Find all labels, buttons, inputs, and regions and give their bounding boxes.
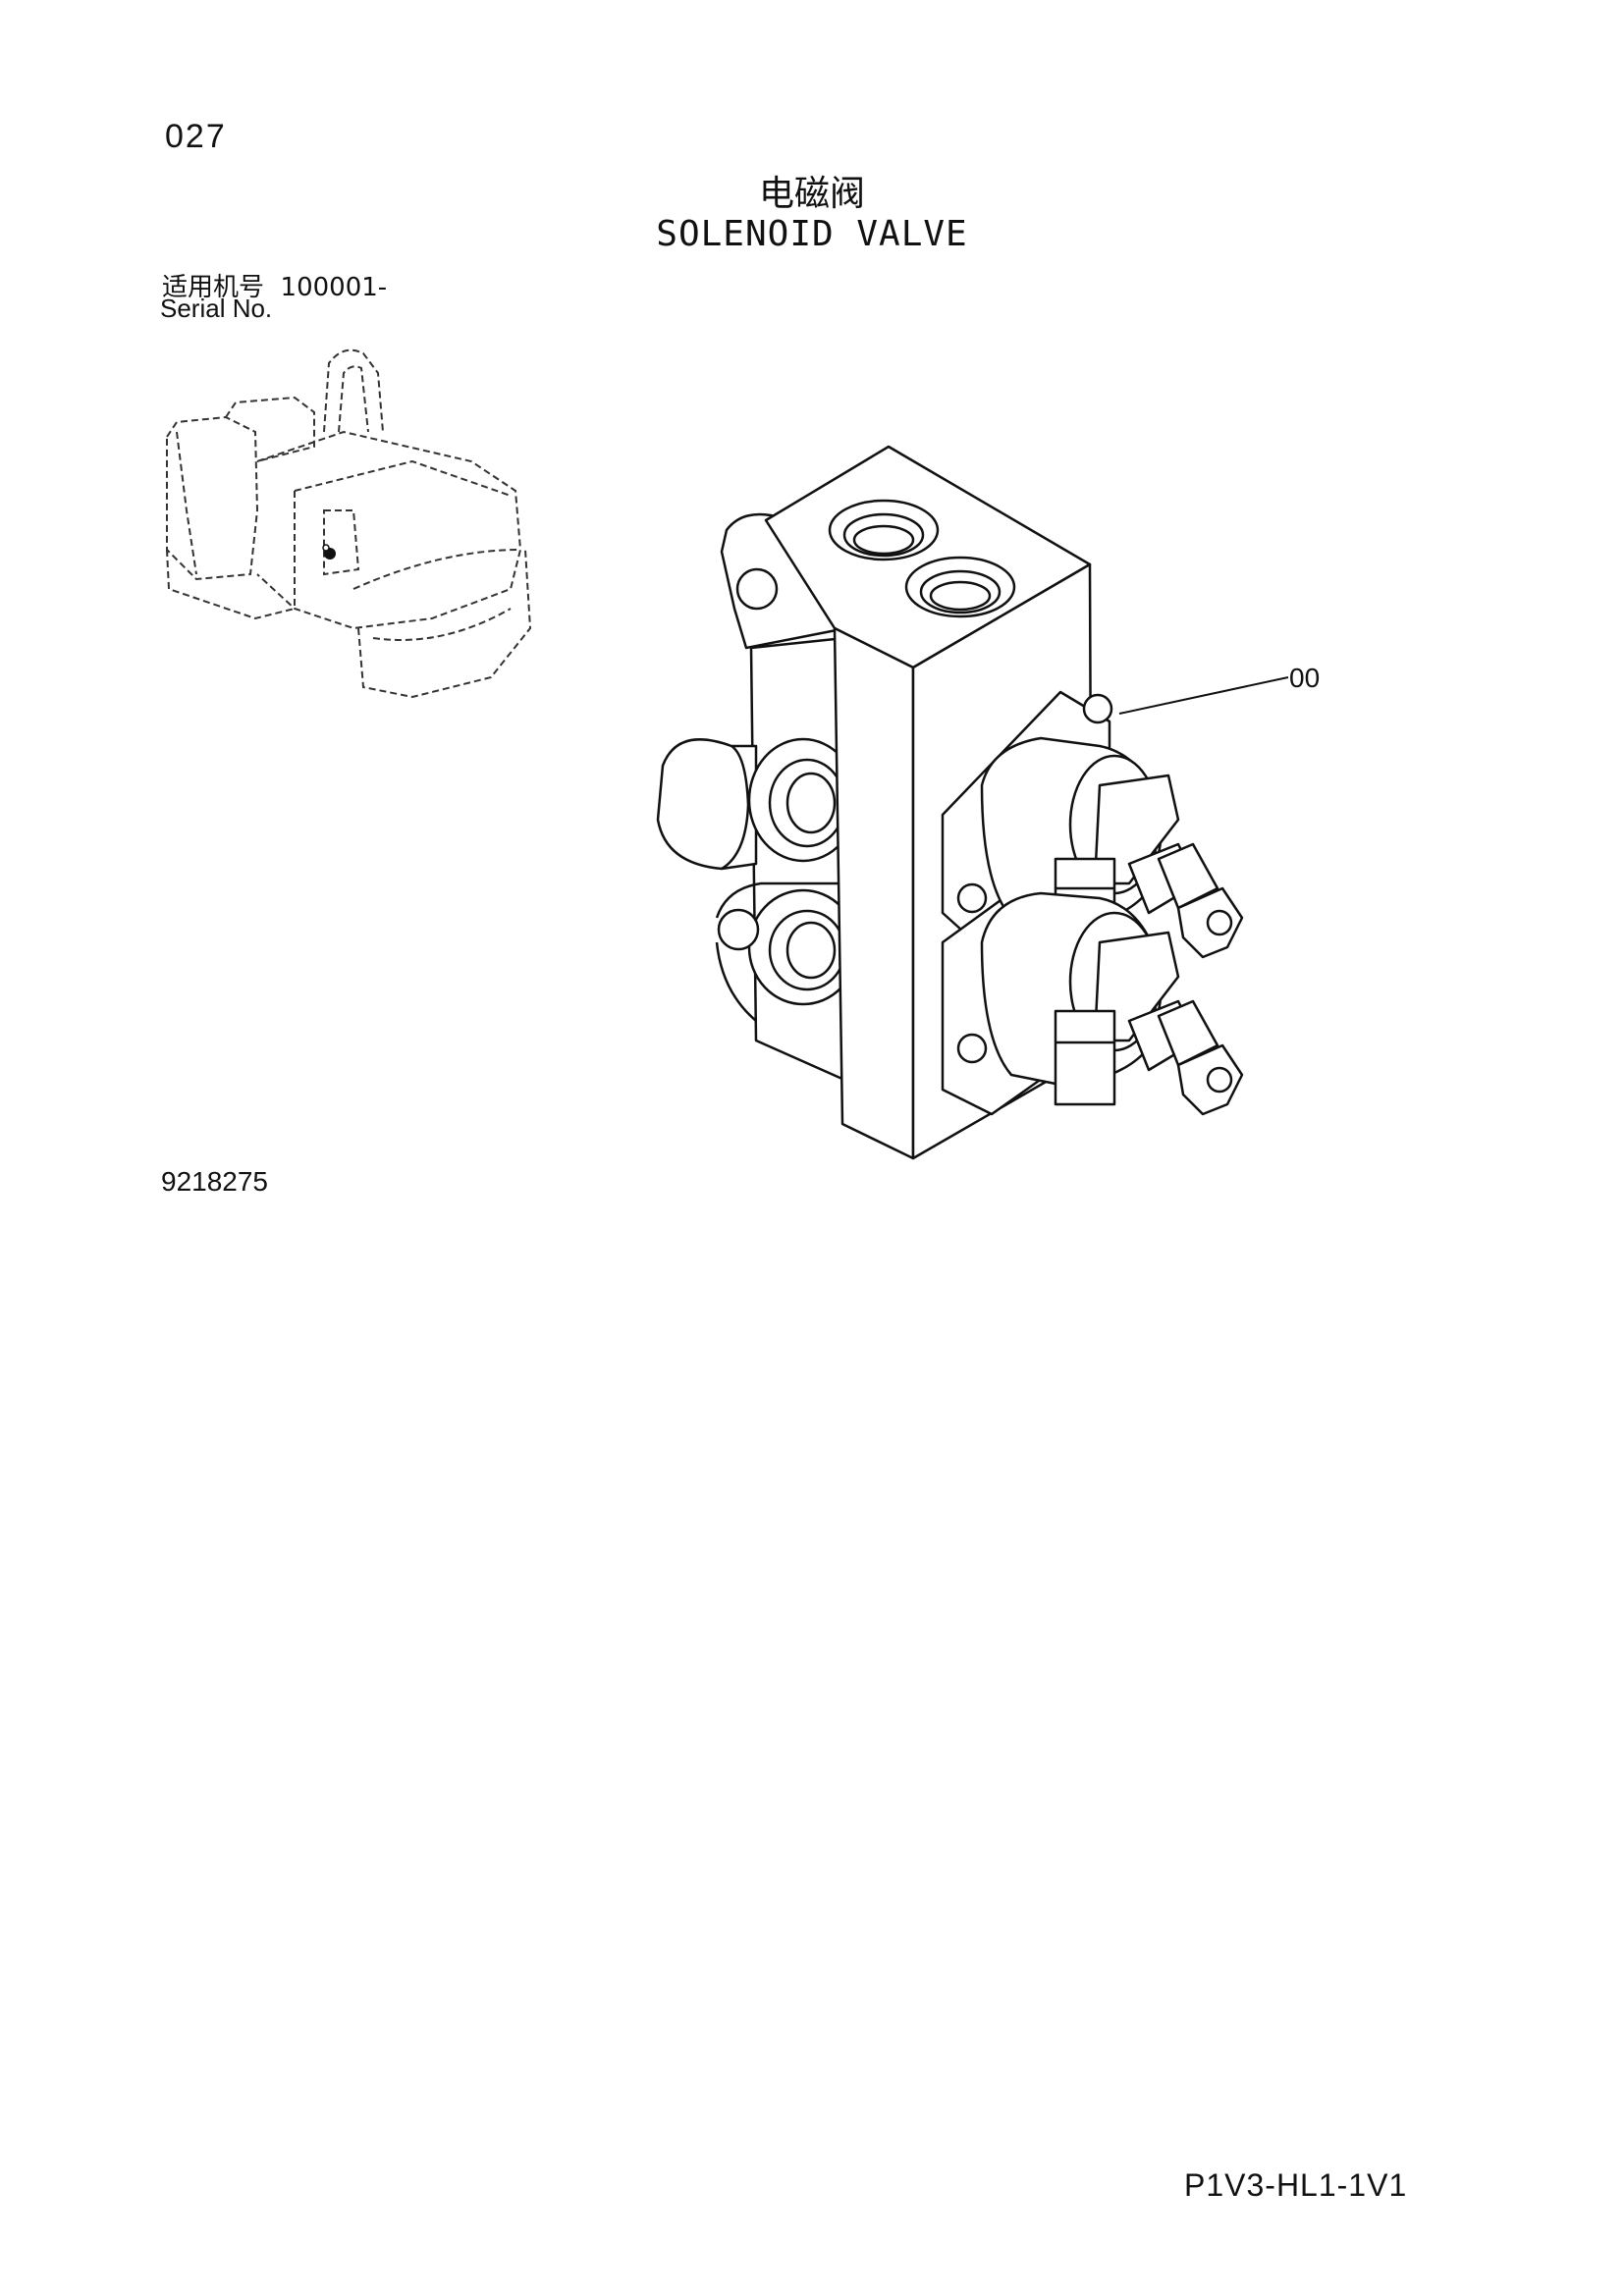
locator-marker-icon — [322, 544, 336, 560]
title-chinese-text: 电磁阀 — [758, 174, 865, 214]
page-number: 027 — [165, 118, 227, 155]
solenoid-valve-drawing — [656, 445, 1244, 1160]
callout-label: 00 — [1289, 663, 1321, 693]
title-english: SOLENOID VALVE — [656, 214, 968, 254]
figure-number: 9218275 — [161, 1166, 269, 1197]
title-chinese: 电磁阀 — [0, 165, 1624, 216]
callout-leader-line — [1118, 676, 1289, 715]
serial-applicability: 适用机号 100001- — [162, 267, 387, 303]
serial-label-english: Serial No. — [160, 294, 273, 323]
serial-start: 100001- — [280, 273, 388, 302]
serial-label-chinese: 适用机号 — [162, 273, 265, 302]
document-code: P1V3-HL1-1V1 — [1184, 2167, 1408, 2203]
excavator-locator-icon — [166, 348, 532, 699]
